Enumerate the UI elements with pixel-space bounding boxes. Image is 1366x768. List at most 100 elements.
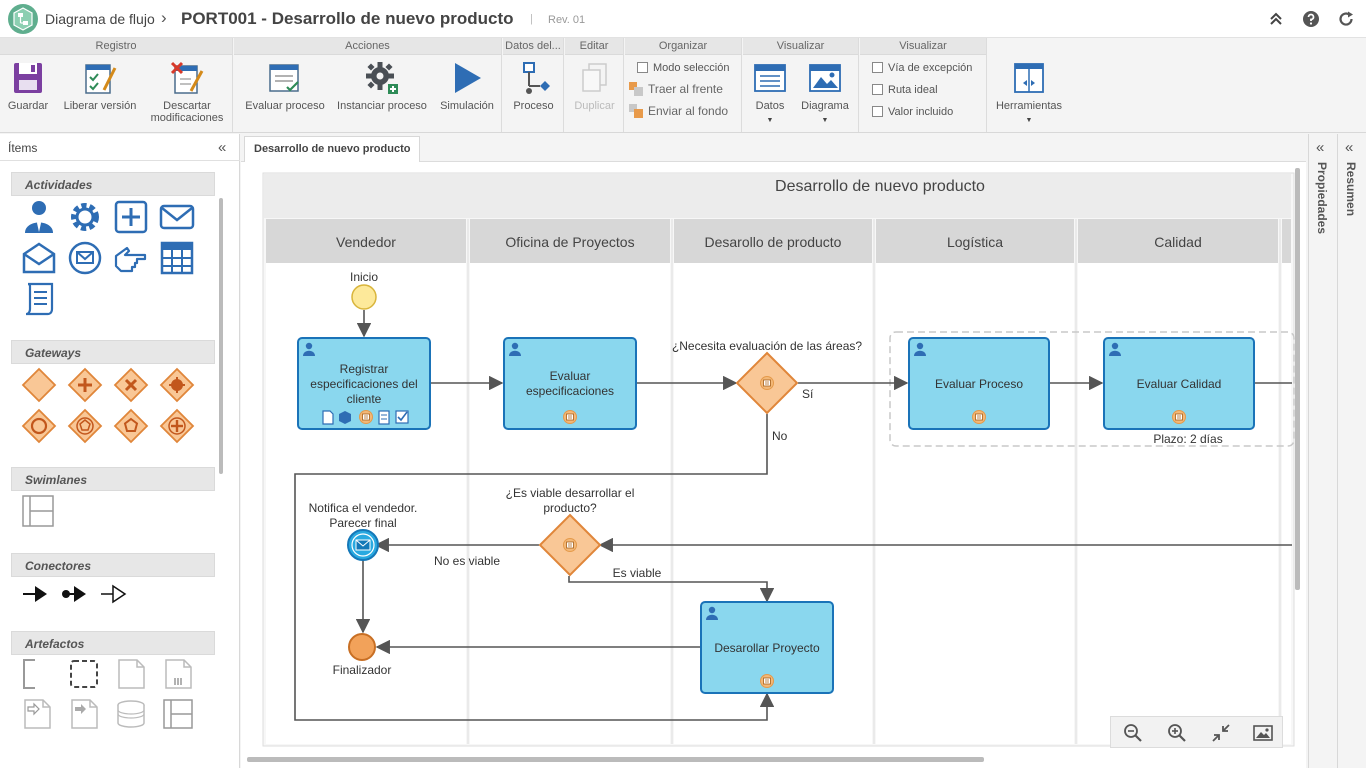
refresh-icon[interactable] bbox=[1337, 10, 1355, 28]
properties-panel-label[interactable]: Propiedades bbox=[1315, 162, 1329, 235]
section-swimlanes[interactable]: Swimlanes bbox=[11, 467, 215, 491]
parallel-gateway-icon[interactable] bbox=[67, 367, 103, 403]
lane-header[interactable] bbox=[266, 219, 466, 263]
diagram-canvas[interactable]: Desarrollo de nuevo producto Vendedor Of… bbox=[241, 162, 1306, 768]
checkbox-box[interactable] bbox=[872, 62, 883, 73]
notification-event[interactable] bbox=[347, 529, 379, 561]
task-registrar-especificaciones[interactable]: Registrar especificaciones del cliente bbox=[297, 337, 431, 430]
envelope-icon[interactable] bbox=[159, 199, 195, 235]
fit-screen-icon[interactable] bbox=[1211, 723, 1231, 743]
script-scroll-icon[interactable] bbox=[21, 281, 57, 317]
lane-header[interactable] bbox=[1282, 219, 1291, 263]
message-circle-icon[interactable] bbox=[67, 240, 103, 276]
checkbox-box[interactable] bbox=[872, 106, 883, 117]
expand-summary-icon[interactable]: « bbox=[1345, 139, 1354, 156]
event-gateway-pentagon-icon[interactable] bbox=[67, 408, 103, 444]
message-connector-icon[interactable] bbox=[60, 584, 90, 604]
flow-gateway2-viable[interactable] bbox=[568, 576, 775, 603]
data-collection-icon[interactable] bbox=[162, 658, 194, 690]
duplicate-button[interactable]: Duplicar bbox=[569, 60, 620, 112]
task-evaluar-calidad[interactable]: Evaluar Calidad bbox=[1103, 337, 1255, 430]
start-event[interactable] bbox=[351, 284, 377, 310]
view-diagram-dropdown[interactable]: Diagrama ▼ bbox=[797, 60, 853, 127]
properties-panel-collapsed[interactable]: « Propiedades bbox=[1308, 134, 1336, 768]
annotation-bracket-icon[interactable] bbox=[21, 658, 53, 690]
selection-mode-checkbox[interactable]: Modo selección bbox=[637, 61, 729, 77]
zoom-in-icon[interactable] bbox=[1167, 723, 1187, 743]
simulation-button[interactable]: Simulación bbox=[436, 60, 498, 112]
complex-gateway-icon[interactable] bbox=[159, 367, 195, 403]
exception-path-checkbox[interactable]: Vía de excepción bbox=[872, 61, 972, 77]
end-event[interactable] bbox=[348, 633, 376, 661]
parallel-event-gateway-icon[interactable] bbox=[113, 408, 149, 444]
swimlane-icon[interactable] bbox=[21, 494, 55, 528]
task-box[interactable] bbox=[503, 337, 637, 430]
data-store-icon[interactable] bbox=[115, 698, 147, 730]
section-gateways[interactable]: Gateways bbox=[11, 340, 215, 364]
group-box[interactable] bbox=[889, 331, 1295, 447]
exclusive-gateway-icon[interactable] bbox=[21, 367, 57, 403]
task-evaluar-proceso[interactable]: Evaluar Proceso bbox=[908, 337, 1050, 430]
expand-properties-icon[interactable]: « bbox=[1316, 139, 1325, 156]
task-box[interactable] bbox=[1103, 337, 1255, 430]
view-data-dropdown[interactable]: Datos ▼ bbox=[747, 60, 793, 127]
open-envelope-icon[interactable] bbox=[21, 240, 57, 276]
task-box[interactable] bbox=[908, 337, 1050, 430]
discard-changes-button[interactable]: Descartar modificaciones bbox=[146, 60, 228, 124]
checkbox-box[interactable] bbox=[637, 62, 648, 73]
canvas-horizontal-scrollbar[interactable] bbox=[247, 757, 984, 762]
save-button[interactable]: Guardar bbox=[4, 60, 52, 112]
gateway-es-viable[interactable] bbox=[538, 513, 602, 577]
lane-header[interactable] bbox=[876, 219, 1074, 263]
task-box[interactable] bbox=[297, 337, 431, 430]
summary-panel-collapsed[interactable]: « Resumen bbox=[1337, 134, 1366, 768]
manual-task-hand-icon[interactable] bbox=[113, 240, 149, 276]
data-input-icon[interactable] bbox=[21, 698, 53, 730]
add-task-icon[interactable] bbox=[113, 199, 149, 235]
flowchart-diagram[interactable]: Desarrollo de nuevo producto Vendedor Of… bbox=[241, 162, 1306, 768]
section-actividades[interactable]: Actividades bbox=[11, 172, 215, 196]
group-dashed-icon[interactable] bbox=[68, 658, 100, 690]
inclusive-plus-gateway-icon[interactable] bbox=[159, 408, 195, 444]
section-artefactos[interactable]: Artefactos bbox=[11, 631, 215, 655]
collapse-up-icon[interactable] bbox=[1267, 10, 1285, 28]
send-to-back-button[interactable]: Enviar al fondo bbox=[629, 103, 728, 119]
value-included-checkbox[interactable]: Valor incluido bbox=[872, 105, 953, 121]
tab-desarrollo-nuevo-producto[interactable]: Desarrollo de nuevo producto bbox=[244, 136, 421, 163]
zoom-out-icon[interactable] bbox=[1123, 723, 1143, 743]
summary-panel-label[interactable]: Resumen bbox=[1344, 162, 1358, 217]
process-data-button[interactable]: Proceso bbox=[507, 60, 560, 112]
event-gateway-circle-icon[interactable] bbox=[21, 408, 57, 444]
export-image-icon[interactable] bbox=[1253, 723, 1273, 743]
xor-gateway-icon[interactable] bbox=[113, 367, 149, 403]
app-name[interactable]: Diagrama de flujo bbox=[45, 11, 155, 27]
release-version-button[interactable]: Liberar versión bbox=[58, 60, 142, 112]
help-icon[interactable] bbox=[1302, 10, 1320, 28]
instantiate-process-button[interactable]: Instanciar proceso bbox=[334, 60, 430, 112]
sequence-connector-icon[interactable] bbox=[21, 584, 51, 604]
lane-header[interactable] bbox=[470, 219, 670, 263]
collapse-left-icon[interactable]: « bbox=[218, 139, 227, 156]
user-task-icon[interactable] bbox=[21, 199, 57, 235]
checkbox-box[interactable] bbox=[872, 84, 883, 95]
task-box[interactable] bbox=[700, 601, 834, 694]
data-output-icon[interactable] bbox=[68, 698, 100, 730]
gateway-necesita-evaluacion[interactable] bbox=[735, 351, 799, 415]
section-conectores[interactable]: Conectores bbox=[11, 553, 215, 577]
frame-lane-icon[interactable] bbox=[162, 698, 194, 730]
service-task-gear-icon[interactable] bbox=[67, 199, 103, 235]
ideal-route-checkbox[interactable]: Ruta ideal bbox=[872, 83, 938, 99]
lane-header[interactable] bbox=[674, 219, 872, 263]
task-desarrollar-proyecto[interactable]: Desarollar Proyecto bbox=[700, 601, 834, 694]
lane-header[interactable] bbox=[1078, 219, 1278, 263]
canvas-vertical-scrollbar[interactable] bbox=[1295, 168, 1300, 590]
evaluate-process-button[interactable]: Evaluar proceso bbox=[238, 60, 332, 112]
association-connector-icon[interactable] bbox=[99, 584, 129, 604]
bring-to-front-button[interactable]: Traer al frente bbox=[629, 81, 723, 97]
items-panel-scrollbar[interactable] bbox=[219, 198, 223, 474]
tools-dropdown[interactable]: Herramientas ▼ bbox=[992, 60, 1066, 127]
data-object-icon[interactable] bbox=[115, 658, 147, 690]
flow-gateway1-no[interactable] bbox=[294, 414, 775, 721]
task-evaluar-especificaciones[interactable]: Evaluar especificaciones bbox=[503, 337, 637, 430]
table-task-icon[interactable] bbox=[159, 240, 195, 276]
